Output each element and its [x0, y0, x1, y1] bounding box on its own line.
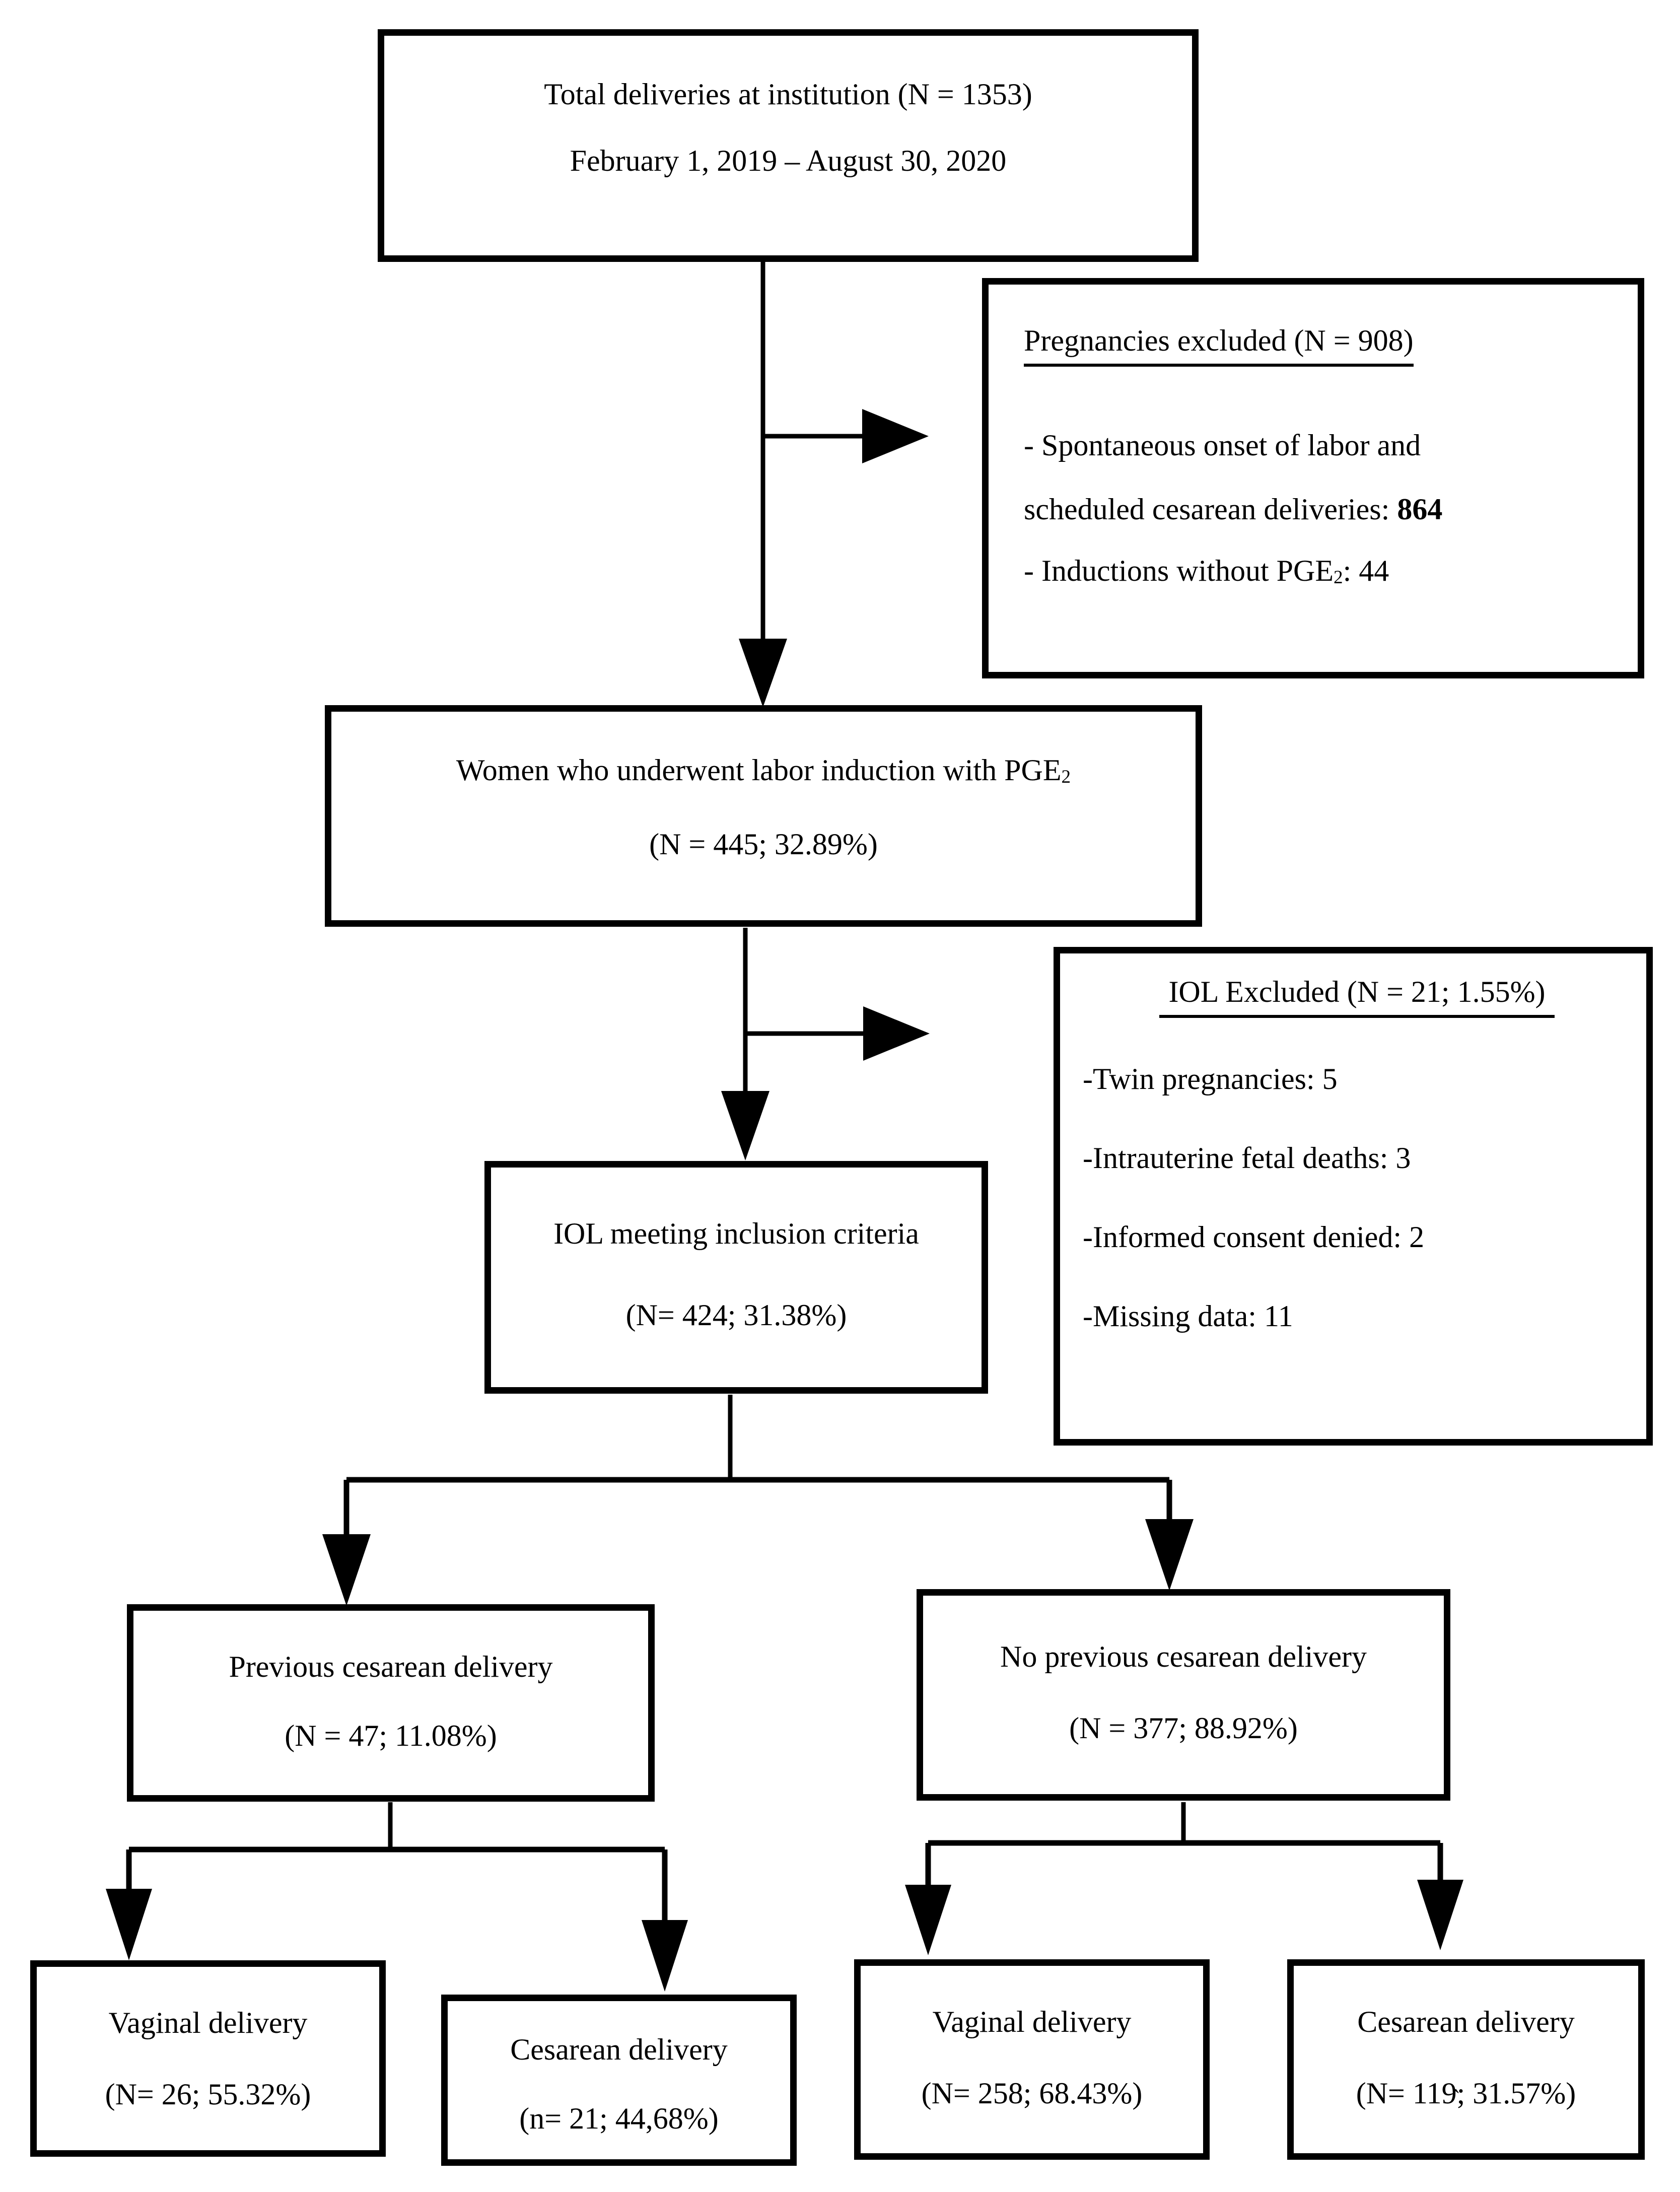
iol-excluded-item-consent: -Informed consent denied: 2	[1083, 1220, 1425, 1254]
iol-excluded-box: IOL Excluded (N = 21; 1.55%) -Twin pregn…	[1054, 947, 1653, 1446]
outcome-count: (N= 26; 55.32%)	[105, 2078, 311, 2111]
previous-cesarean-box: Previous cesarean delivery (N = 47; 11.0…	[127, 1604, 655, 1802]
pge2-subscript: 2	[1061, 767, 1071, 788]
outcome-title: Vaginal delivery	[108, 2006, 308, 2039]
previous-cesarean-title: Previous cesarean delivery	[229, 1650, 553, 1683]
arrowhead-down-icon	[1417, 1880, 1463, 1950]
outcome-title: Cesarean delivery	[1357, 2005, 1575, 2038]
outcome-count: (N= 258; 68.43%)	[921, 2077, 1143, 2110]
previous-cesarean-count: (N = 47; 11.08%)	[285, 1719, 497, 1752]
arrowhead-right-icon	[862, 409, 929, 463]
iol-excluded-item-twin: -Twin pregnancies: 5	[1083, 1062, 1338, 1095]
iol-excluded-item-missing-data: -Missing data: 11	[1083, 1299, 1293, 1333]
connector-inclusion-split	[322, 1395, 1194, 1606]
outcome-count: (n= 21; 44,68%)	[519, 2102, 719, 2135]
no-previous-cesarean-box: No previous cesarean delivery (N = 377; …	[917, 1589, 1450, 1801]
iol-inclusion-title: IOL meeting inclusion criteria	[553, 1217, 919, 1250]
outcome-title: Vaginal delivery	[932, 2005, 1132, 2038]
pge2-induction-box: Women who underwent labor induction with…	[325, 705, 1202, 927]
connector-prev-cesarean-split	[106, 1802, 688, 1992]
outcome-vaginal-noprev-box: Vaginal delivery (N= 258; 68.43%)	[854, 1959, 1210, 2160]
iol-excluded-item-fetal-deaths: -Intrauterine fetal deaths: 3	[1083, 1141, 1411, 1175]
total-deliveries-box: Total deliveries at institution (N = 135…	[378, 29, 1199, 262]
iol-inclusion-box: IOL meeting inclusion criteria (N= 424; …	[484, 1161, 988, 1394]
pregnancies-excluded-box: Pregnancies excluded (N = 908) - Spontan…	[982, 278, 1644, 678]
arrowhead-right-icon	[863, 1006, 930, 1061]
pge2-induction-count: (N = 445; 32.89%)	[649, 828, 878, 861]
arrowhead-down-icon	[905, 1885, 951, 1955]
stray-scan-mark: `	[1452, 2084, 1461, 2113]
outcome-cesarean-noprev-box: Cesarean delivery (N= 119; 31.57%) `	[1287, 1959, 1645, 2160]
outcome-title: Cesarean delivery	[510, 2033, 728, 2066]
connector-branch-to-iol-excluded	[745, 1006, 930, 1061]
connector-top-to-pge2	[739, 262, 787, 707]
arrowhead-down-icon	[642, 1920, 688, 1992]
arrowhead-down-icon	[1145, 1519, 1194, 1591]
excluded-item-spontaneous-line1: - Spontaneous onset of labor and	[1024, 429, 1421, 462]
iol-inclusion-count: (N= 424; 31.38%)	[625, 1298, 847, 1332]
pregnancies-excluded-heading: Pregnancies excluded (N = 908)	[1024, 322, 1618, 367]
arrowhead-down-icon	[721, 1091, 769, 1160]
outcome-cesarean-prev-box: Cesarean delivery (n= 21; 44,68%)	[441, 1995, 797, 2166]
excluded-item-spontaneous-line2: scheduled cesarean deliveries: 864	[1024, 493, 1443, 526]
total-deliveries-title: Total deliveries at institution (N = 135…	[544, 78, 1032, 111]
excluded-count-864: 864	[1397, 493, 1443, 526]
connector-branch-to-pregnancies-excluded	[763, 409, 929, 463]
study-period: February 1, 2019 – August 30, 2020	[570, 144, 1007, 177]
connector-pge2-to-inclusion	[721, 928, 769, 1160]
pge2-induction-title: Women who underwent labor induction with…	[456, 754, 1071, 788]
outcome-count: (N= 119; 31.57%)	[1356, 2077, 1576, 2110]
arrowhead-down-icon	[322, 1534, 371, 1606]
iol-excluded-heading: IOL Excluded (N = 21; 1.55%)	[1083, 974, 1631, 1018]
no-previous-cesarean-title: No previous cesarean delivery	[1000, 1640, 1367, 1673]
outcome-vaginal-prev-box: Vaginal delivery (N= 26; 55.32%)	[30, 1960, 386, 2157]
pge2-subscript: 2	[1333, 567, 1343, 588]
arrowhead-down-icon	[106, 1889, 152, 1960]
excluded-item-inductions: - Inductions without PGE2: 44	[1024, 554, 1389, 588]
arrowhead-down-icon	[739, 639, 787, 707]
connector-noprev-cesarean-split	[905, 1802, 1463, 1955]
no-previous-cesarean-count: (N = 377; 88.92%)	[1069, 1711, 1298, 1745]
